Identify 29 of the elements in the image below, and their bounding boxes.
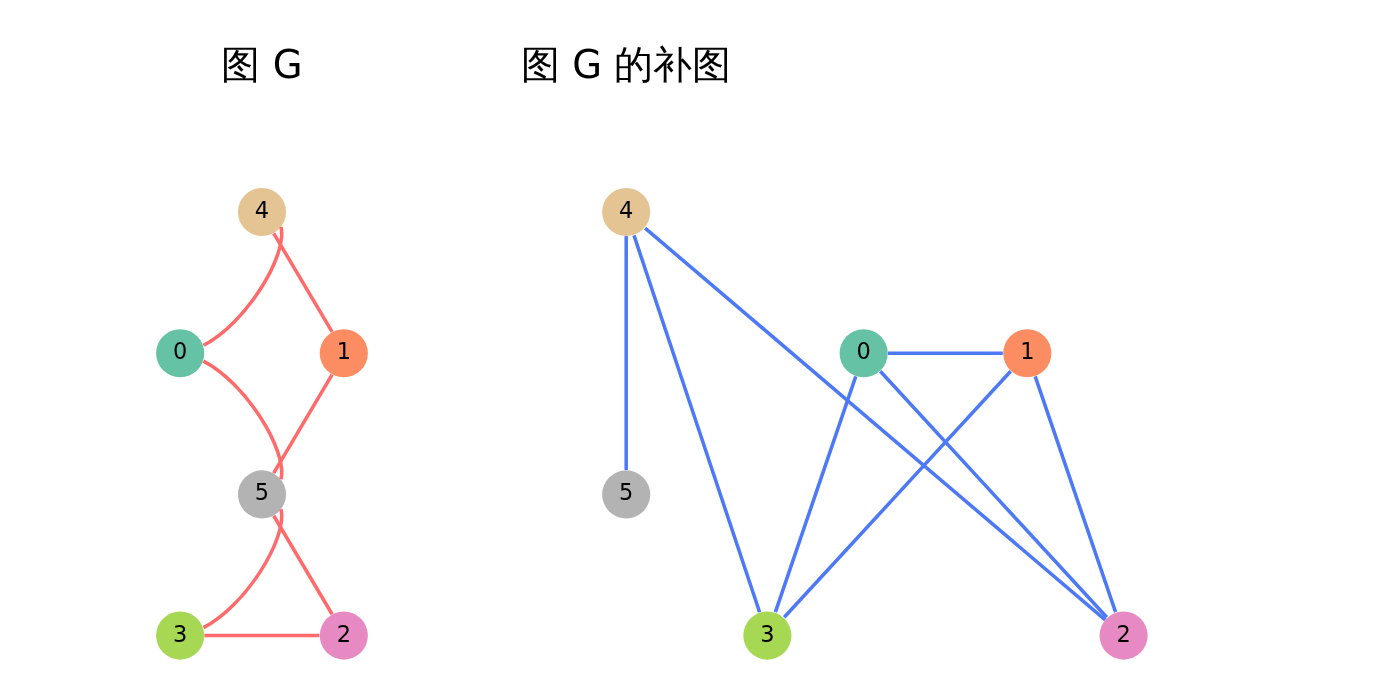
node-circle: 2 bbox=[319, 611, 368, 660]
node-circle: 0 bbox=[839, 329, 888, 378]
connector bbox=[272, 514, 334, 616]
connector bbox=[643, 226, 1107, 622]
connector bbox=[202, 226, 284, 347]
connector bbox=[782, 370, 1012, 619]
node-circle: 3 bbox=[156, 611, 205, 660]
node-circle: 4 bbox=[602, 187, 651, 237]
connector bbox=[272, 232, 334, 333]
connector bbox=[632, 234, 762, 613]
label: 图 G 的补图 bbox=[521, 41, 732, 87]
connector bbox=[624, 236, 628, 470]
connector bbox=[773, 375, 858, 613]
connector bbox=[1033, 375, 1118, 613]
node-circle: 5 bbox=[237, 470, 287, 519]
node-circle: 4 bbox=[237, 187, 287, 237]
label: 图 G bbox=[221, 41, 303, 87]
connector bbox=[204, 633, 320, 638]
node-circle: 3 bbox=[743, 611, 792, 660]
node-circle: 0 bbox=[156, 329, 205, 378]
node-circle: 1 bbox=[319, 329, 368, 378]
node-circle: 1 bbox=[1003, 329, 1052, 378]
connector bbox=[887, 351, 1003, 355]
node-circle: 2 bbox=[1099, 611, 1148, 660]
connector bbox=[272, 373, 334, 474]
connector bbox=[202, 359, 284, 480]
node-circle: 5 bbox=[602, 470, 651, 519]
connector bbox=[879, 370, 1109, 619]
connector bbox=[202, 509, 284, 630]
